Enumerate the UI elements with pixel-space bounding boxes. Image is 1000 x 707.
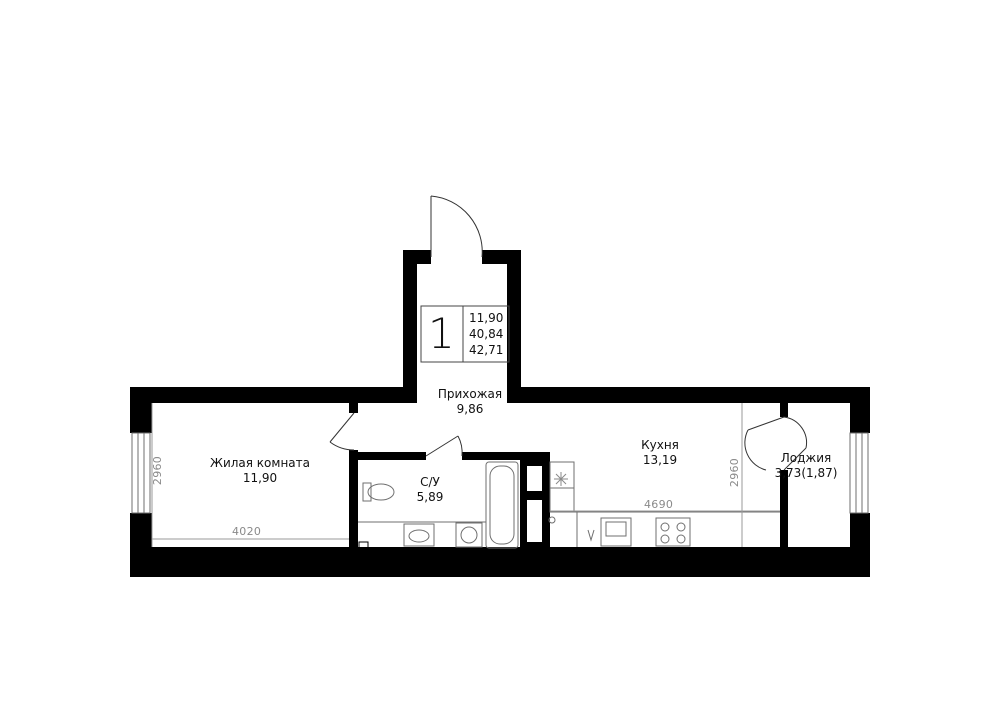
room-living-name: Жилая комната (210, 456, 310, 470)
wall-hall-left (403, 250, 417, 403)
room-kitchen-area: 13,19 (642, 453, 678, 467)
washing-machine (455, 522, 483, 548)
door-living (329, 412, 355, 443)
door-loggia-right (783, 447, 807, 471)
room-living: Жилая комната 11,90 (190, 456, 330, 486)
wall-entry-left (403, 250, 431, 264)
wall-hall-right (507, 250, 521, 403)
living-area-value: 11,90 (469, 311, 504, 325)
room-bathroom: С/У 5,89 (400, 475, 460, 505)
wall-bath-top-right (462, 452, 550, 460)
room-hallway: Прихожая 9,86 (420, 387, 520, 417)
bath-vent (358, 541, 369, 552)
wall-bottom (130, 547, 870, 577)
window-right (849, 432, 869, 514)
bathtub (485, 461, 519, 549)
room-loggia-area: 3,73(1,87) (774, 466, 838, 480)
wall-loggia-lower (780, 470, 788, 550)
dimension-lines (151, 403, 780, 547)
room-kitchen: Кухня 13,19 (620, 438, 700, 468)
room-hallway-name: Прихожая (437, 387, 503, 401)
rooms-count: 1 (428, 309, 455, 358)
room-living-area: 11,90 (242, 471, 278, 485)
room-loggia-name: Лоджия (780, 451, 832, 465)
door-loggia-left (747, 416, 785, 431)
wall-partition-living (349, 450, 358, 552)
dim-kitchen-depth: 2960 (728, 457, 742, 488)
toilet-tank (362, 482, 372, 502)
dim-living-depth: 2960 (151, 455, 165, 486)
stove (655, 517, 691, 547)
shaft-openings (527, 466, 542, 542)
room-loggia: Лоджия 3,73(1,87) (762, 451, 850, 481)
toilet-bowl (367, 483, 395, 501)
wall-bath-top-left (358, 452, 426, 460)
door-bathroom (425, 435, 459, 457)
window-left (131, 432, 151, 514)
room-bathroom-area: 5,89 (416, 490, 444, 504)
room-hallway-area: 9,86 (456, 402, 484, 416)
bath-sink (403, 523, 435, 547)
windows (131, 432, 869, 514)
wall-partition-living-top (349, 403, 358, 413)
wall-right-upper (850, 387, 870, 433)
fridge (549, 461, 575, 513)
wall-top-left (130, 387, 404, 403)
room-kitchen-name: Кухня (641, 438, 679, 452)
wall-top-right (520, 387, 870, 403)
doors (329, 195, 807, 471)
bathroom-fixtures (358, 461, 519, 552)
total-with-loggia-value: 42,71 (469, 343, 504, 357)
dim-kitchen-width: 4690 (644, 498, 674, 511)
dim-living-width: 4020 (232, 525, 262, 538)
room-bathroom-name: С/У (420, 475, 440, 489)
wall-entry-right (482, 250, 521, 264)
wall-loggia-top (780, 403, 788, 417)
kitchen-sink (600, 517, 632, 547)
apartment-badge (420, 305, 510, 363)
total-area-value: 40,84 (469, 327, 504, 341)
wall-left-upper (130, 387, 152, 433)
